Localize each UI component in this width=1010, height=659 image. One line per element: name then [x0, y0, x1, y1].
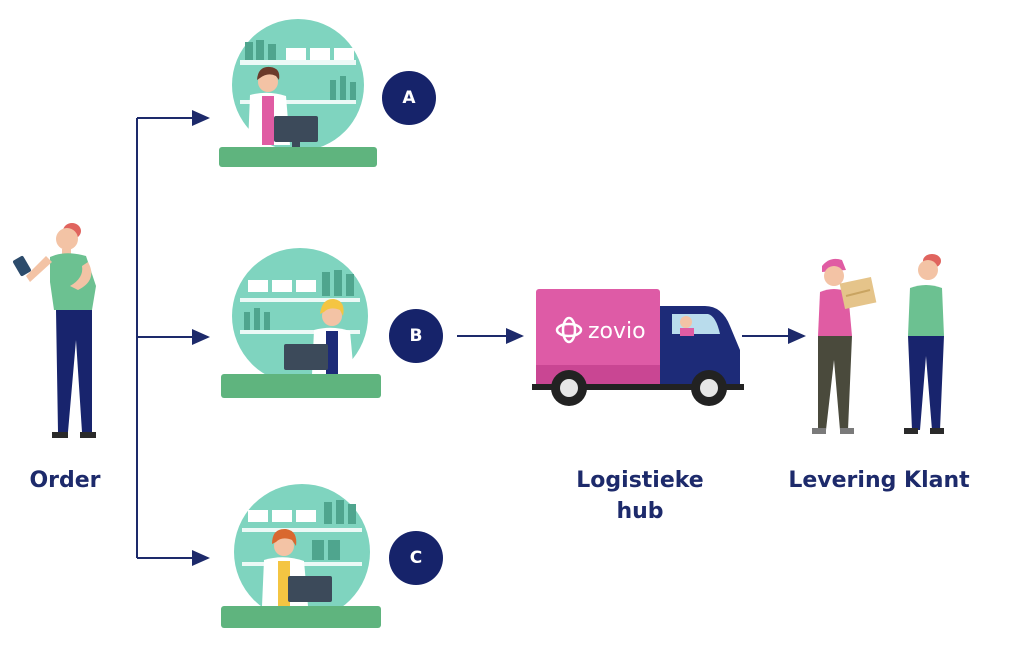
delivery-customer-label: Levering Klant	[788, 468, 970, 493]
logistics-hub-label-line2: hub	[616, 499, 664, 524]
pharmacy-b-illustration	[221, 248, 381, 398]
logistics-hub-label-line1: Logistieke	[576, 468, 704, 493]
delivery-truck-illustration: zovio	[532, 289, 744, 406]
pharmacy-a-illustration	[219, 19, 377, 167]
pharmacy-b-badge: B	[389, 309, 443, 363]
connector-lines	[136, 110, 806, 566]
pharmacy-c-illustration	[221, 484, 381, 628]
zovio-logo-icon	[555, 316, 583, 344]
truck-brand-text: zovio	[588, 319, 646, 344]
receiving-customer-illustration	[904, 254, 944, 434]
pharmacy-a-badge: A	[382, 71, 436, 125]
customer-with-phone-illustration	[13, 223, 96, 438]
order-label: Order	[29, 468, 101, 493]
pharmacy-c-badge: C	[389, 531, 443, 585]
courier-with-parcel-illustration	[812, 258, 877, 434]
truck-cargo-box	[536, 289, 660, 387]
